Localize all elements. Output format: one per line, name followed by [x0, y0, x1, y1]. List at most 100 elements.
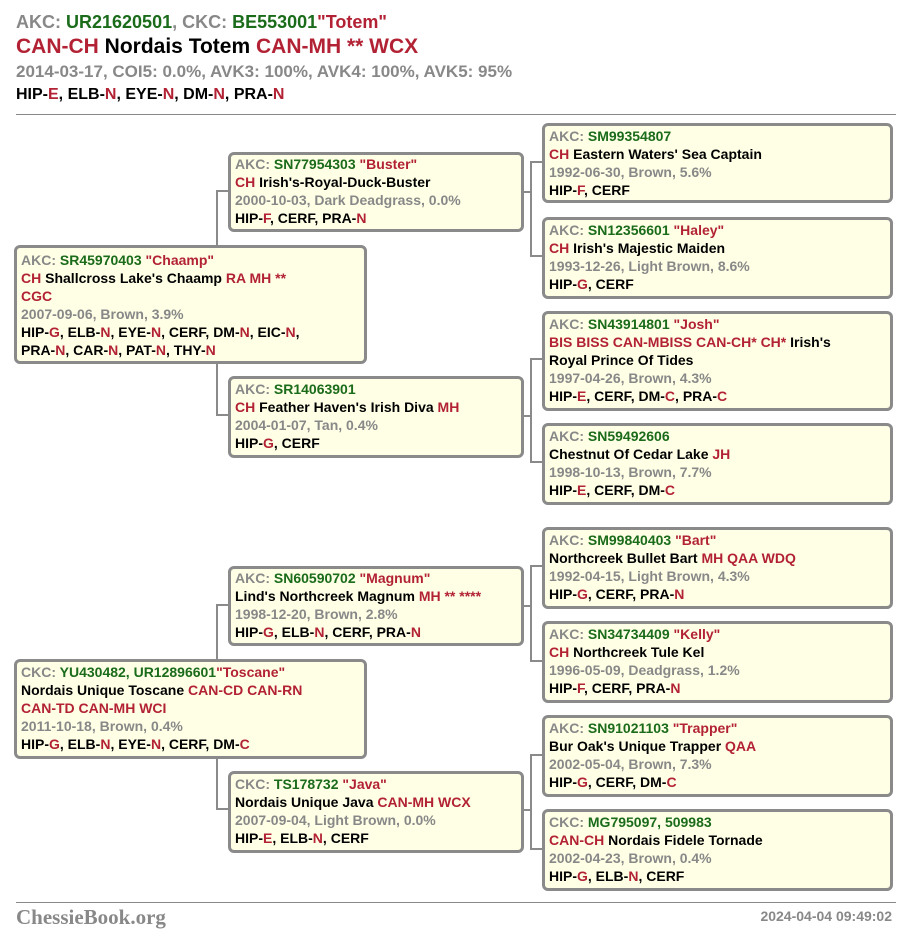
health-test: THY- — [173, 342, 206, 358]
health-test: CERF — [330, 830, 369, 846]
health-result: N — [213, 86, 225, 103]
title-prefix: CH — [235, 174, 256, 190]
health-separator: , — [322, 830, 331, 846]
health-separator: , — [587, 774, 596, 790]
health-separator: , — [584, 680, 592, 696]
pedigree-box-sire-sire[interactable]: AKC: SN77954303 "Buster" CH Irish's-Roya… — [228, 152, 524, 232]
health-test: ELB- — [67, 86, 105, 103]
health-test: HIP- — [549, 276, 577, 292]
health-result: C — [239, 736, 250, 752]
health-separator: , — [59, 736, 68, 752]
pedigree-box-sire-sire-dam[interactable]: AKC: SN12356601 "Haley" CH Irish's Majes… — [542, 217, 893, 299]
health-results: PRA-N, CAR-N, PAT-N, THY-N — [21, 341, 360, 359]
health-test: CERF — [332, 624, 369, 640]
health-test: PRA- — [322, 210, 357, 226]
health-result: N — [100, 324, 111, 340]
pedigree-box-sire-dam[interactable]: AKC: SR14063901 CH Feather Haven's Irish… — [228, 376, 524, 458]
title-prefix: CH — [549, 644, 570, 660]
connector-line — [216, 604, 230, 606]
birth-color-coi: 2011-10-18, Brown, 0.4% — [21, 718, 183, 734]
pedigree-box-sire-sire-sire[interactable]: AKC: SM99354807 CH Eastern Waters' Sea C… — [542, 123, 893, 203]
birth-color-coi: 2002-05-04, Brown, 7.3% — [549, 756, 712, 772]
footer-divider — [16, 902, 896, 903]
dog-name: Irish's-Royal-Duck-Buster — [255, 174, 431, 190]
health-test: CERF — [595, 276, 634, 292]
connector-line — [216, 414, 230, 416]
title-prefix: CAN-CH — [549, 832, 605, 848]
health-test: PRA- — [21, 342, 56, 358]
connector-line — [522, 809, 532, 811]
health-test: DM- — [638, 482, 665, 498]
call-name: "Kelly" — [669, 626, 721, 642]
health-separator: , — [161, 324, 169, 340]
pedigree-box-sire-dam-sire[interactable]: AKC: SN43914801 "Josh" BIS BISS CAN-MBIS… — [542, 311, 893, 411]
health-test: CERF — [277, 210, 315, 226]
health-test: CERF — [595, 586, 633, 602]
connector-line — [530, 161, 532, 257]
pedigree-header: AKC: UR21620501, CKC: BE553001"Totem" CA… — [16, 10, 896, 106]
health-result: G — [49, 736, 60, 752]
title-suffix: MH — [437, 399, 460, 415]
health-result: C — [666, 774, 677, 790]
health-separator: , — [249, 324, 258, 340]
generated-timestamp: 2024-04-04 09:49:02 — [760, 908, 892, 924]
health-result: N — [104, 86, 117, 103]
health-separator: , — [587, 586, 596, 602]
call-name: "Josh" — [669, 316, 720, 332]
reg-prefix: AKC: — [21, 252, 60, 268]
health-test: CERF — [646, 868, 685, 884]
health-separator: , — [584, 182, 592, 198]
pedigree-box-dam-dam-dam[interactable]: CKC: MG795097, 509983 CAN-CH Nordais Fid… — [542, 809, 893, 891]
health-test: CERF — [595, 774, 633, 790]
reg-prefix: AKC: — [235, 570, 274, 586]
health-result: N — [205, 342, 216, 358]
title-suffix: CAN-TD CAN-MH WCI — [21, 700, 167, 716]
health-results: HIP-G, ELB-N, CERF, PRA-N — [235, 623, 517, 641]
pedigree-box-dam-dam-sire[interactable]: AKC: SN91021103 "Trapper" Bur Oak's Uniq… — [542, 715, 893, 797]
health-test: HIP- — [21, 736, 49, 752]
pedigree-box-dam[interactable]: CKC: YU430482, UR12896601"Toscane" Norda… — [14, 659, 367, 759]
health-result: N — [239, 324, 250, 340]
health-result: N — [155, 342, 166, 358]
call-name: "Totem" — [317, 12, 387, 32]
pedigree-box-dam-sire-sire[interactable]: AKC: SM99840403 "Bart" Northcreek Bullet… — [542, 527, 893, 609]
title-suffix: JH — [712, 446, 731, 462]
connector-line — [530, 754, 532, 850]
registration-number: SM99354807 — [587, 128, 672, 144]
pedigree-box-dam-dam[interactable]: CKC: TS178732 "Java" Nordais Unique Java… — [228, 771, 524, 853]
pedigree-box-dam-sire-dam[interactable]: AKC: SN34734409 "Kelly" CH Northcreek Tu… — [542, 621, 893, 703]
site-name[interactable]: ChessieBook.org — [16, 905, 166, 929]
health-results: HIP-G, CERF, DM-C — [549, 773, 886, 791]
health-result: N — [108, 342, 119, 358]
reg-prefix: AKC: — [235, 381, 274, 397]
registration-number: SN91021103 — [587, 720, 669, 736]
health-test: HIP- — [549, 586, 577, 602]
health-results: HIP-E, CERF, DM-C, PRA-C — [549, 387, 886, 405]
connector-line — [216, 808, 230, 810]
registration-number: SN59492606 — [587, 428, 670, 444]
pedigree-box-sire[interactable]: AKC: SR45970403 "Chaamp" CH Shallcross L… — [14, 245, 367, 364]
pedigree-box-dam-sire[interactable]: AKC: SN60590702 "Magnum" Lind's Northcre… — [228, 566, 524, 646]
registration-number: MG795097, 509983 — [587, 814, 712, 830]
call-name: "Buster" — [355, 156, 418, 172]
registration-number: SN43914801 — [587, 316, 670, 332]
connector-line — [530, 461, 542, 463]
birth-color-coi: 1992-06-30, Brown, 5.6% — [549, 164, 712, 180]
title-suffix: CAN-MH ** WCX — [255, 35, 419, 58]
health-separator: , — [632, 774, 641, 790]
health-results: HIP-G, CERF — [235, 434, 517, 452]
health-test: PRA- — [682, 388, 718, 404]
health-results: HIP-G, CERF, PRA-N — [549, 585, 886, 603]
health-separator: , — [638, 868, 647, 884]
health-results: HIP-E, CERF, DM-C — [549, 481, 886, 499]
reg-prefix: CKC: — [21, 664, 60, 680]
title-suffix: CAN-CD CAN-RN — [188, 682, 303, 698]
health-test: HIP- — [549, 482, 577, 498]
registration-number: SN77954303 — [273, 156, 356, 172]
health-separator: , — [295, 324, 300, 340]
health-result: G — [263, 435, 274, 451]
health-separator: , — [628, 680, 637, 696]
reg-separator: , CKC: — [172, 12, 233, 32]
pedigree-box-sire-dam-dam[interactable]: AKC: SN59492606 Chestnut Of Cedar Lake J… — [542, 423, 893, 505]
health-separator: , — [270, 210, 278, 226]
